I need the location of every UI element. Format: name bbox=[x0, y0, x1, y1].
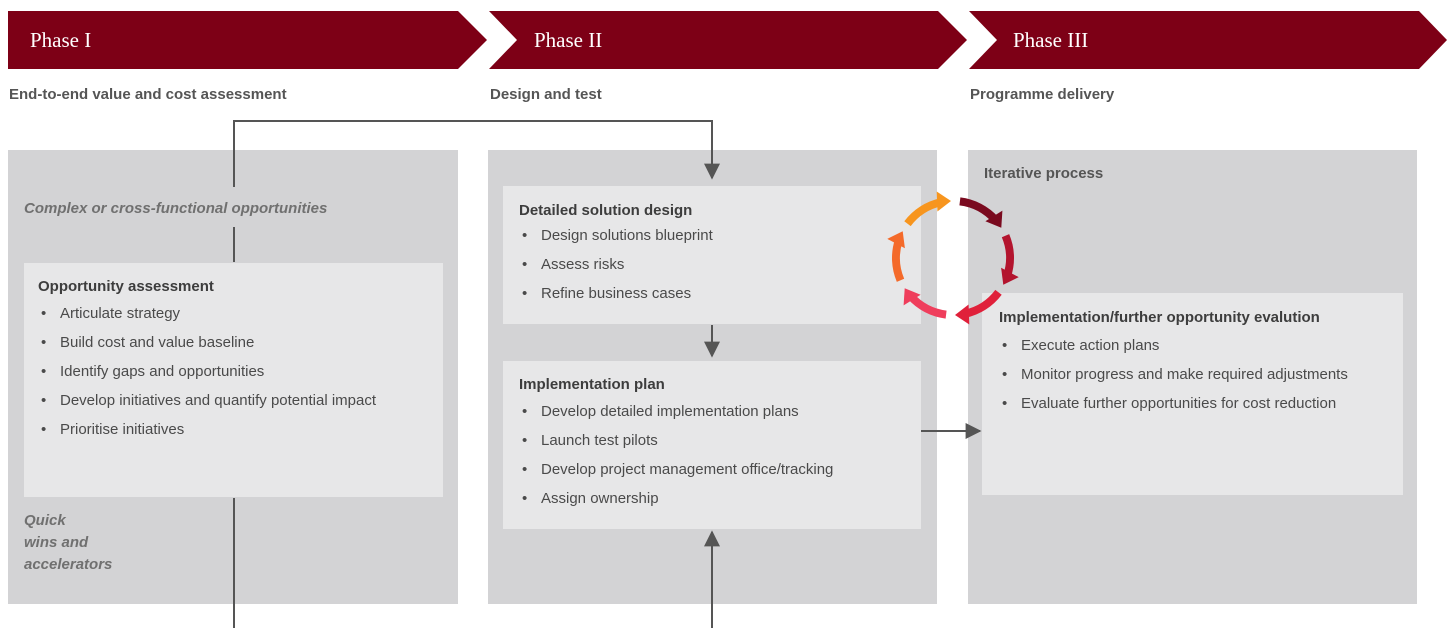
cycle-arrowhead bbox=[955, 304, 970, 325]
cycle-arrowhead bbox=[1001, 267, 1019, 285]
list-item: Develop detailed implementation plans bbox=[519, 403, 907, 421]
cycle-arc bbox=[907, 293, 947, 319]
list-item: Execute action plans bbox=[999, 337, 1383, 355]
phase-banner bbox=[8, 11, 1447, 69]
iterative-process-label: Iterative process bbox=[984, 165, 1104, 182]
list-item: Monitor progress and make required adjus… bbox=[999, 366, 1383, 384]
implementation-evaluation-title: Implementation/further opportunity evalu… bbox=[999, 309, 1320, 326]
phase-1-label: Phase I bbox=[30, 28, 92, 52]
phase-2-label: Phase II bbox=[534, 28, 603, 52]
list-item: Identify gaps and opportunities bbox=[38, 363, 429, 381]
detailed-solution-design-title: Detailed solution design bbox=[519, 202, 693, 219]
phase-2-chevron bbox=[489, 11, 967, 69]
quick-wins-note: Quick wins and accelerators bbox=[24, 512, 113, 573]
cycle-arc bbox=[959, 197, 999, 223]
list-item: Develop initiatives and quantify potenti… bbox=[38, 392, 429, 410]
list-item: Assess risks bbox=[519, 256, 907, 274]
complex-opportunities-note: Complex or cross-functional opportunitie… bbox=[24, 200, 328, 217]
cycle-arrowhead bbox=[985, 210, 1003, 228]
list-item: Prioritise initiatives bbox=[38, 421, 429, 439]
opportunity-assessment-title: Opportunity assessment bbox=[38, 278, 214, 295]
phase-2-subtitle: Design and test bbox=[490, 86, 602, 103]
detailed-solution-design-card: Detailed solution design Design solution… bbox=[503, 186, 921, 324]
list-item: Build cost and value baseline bbox=[38, 334, 429, 352]
list-item: Design solutions blueprint bbox=[519, 227, 907, 245]
cycle-arc bbox=[904, 198, 943, 227]
list-item: Articulate strategy bbox=[38, 305, 429, 323]
cycle-arrowhead bbox=[903, 288, 921, 306]
phase-3-subtitle: Programme delivery bbox=[970, 86, 1115, 103]
cycle-arc bbox=[891, 239, 905, 282]
cycle-arrowhead bbox=[936, 191, 951, 212]
cycle-arrowhead bbox=[887, 231, 905, 249]
cycle-arc bbox=[963, 289, 1002, 318]
list-item: Launch test pilots bbox=[519, 432, 907, 450]
implementation-evaluation-card: Implementation/further opportunity evalu… bbox=[982, 293, 1403, 495]
phase-1-subtitle: End-to-end value and cost assessment bbox=[9, 86, 287, 103]
list-item: Assign ownership bbox=[519, 490, 907, 508]
list-item: Refine business cases bbox=[519, 285, 907, 303]
cycle-arrows-icon bbox=[887, 191, 1019, 325]
list-item: Develop project management office/tracki… bbox=[519, 461, 907, 479]
opportunity-assessment-card: Opportunity assessment Articulate strate… bbox=[24, 263, 443, 497]
phase-3-chevron bbox=[969, 11, 1447, 69]
cycle-arc bbox=[1001, 234, 1015, 277]
loop-connector bbox=[233, 120, 720, 187]
phase-1-chevron bbox=[8, 11, 487, 69]
implementation-plan-title: Implementation plan bbox=[519, 376, 665, 393]
list-item: Evaluate further opportunities for cost … bbox=[999, 395, 1383, 413]
implementation-plan-card: Implementation plan Develop detailed imp… bbox=[503, 361, 921, 529]
phase-3-label: Phase III bbox=[1013, 28, 1089, 52]
